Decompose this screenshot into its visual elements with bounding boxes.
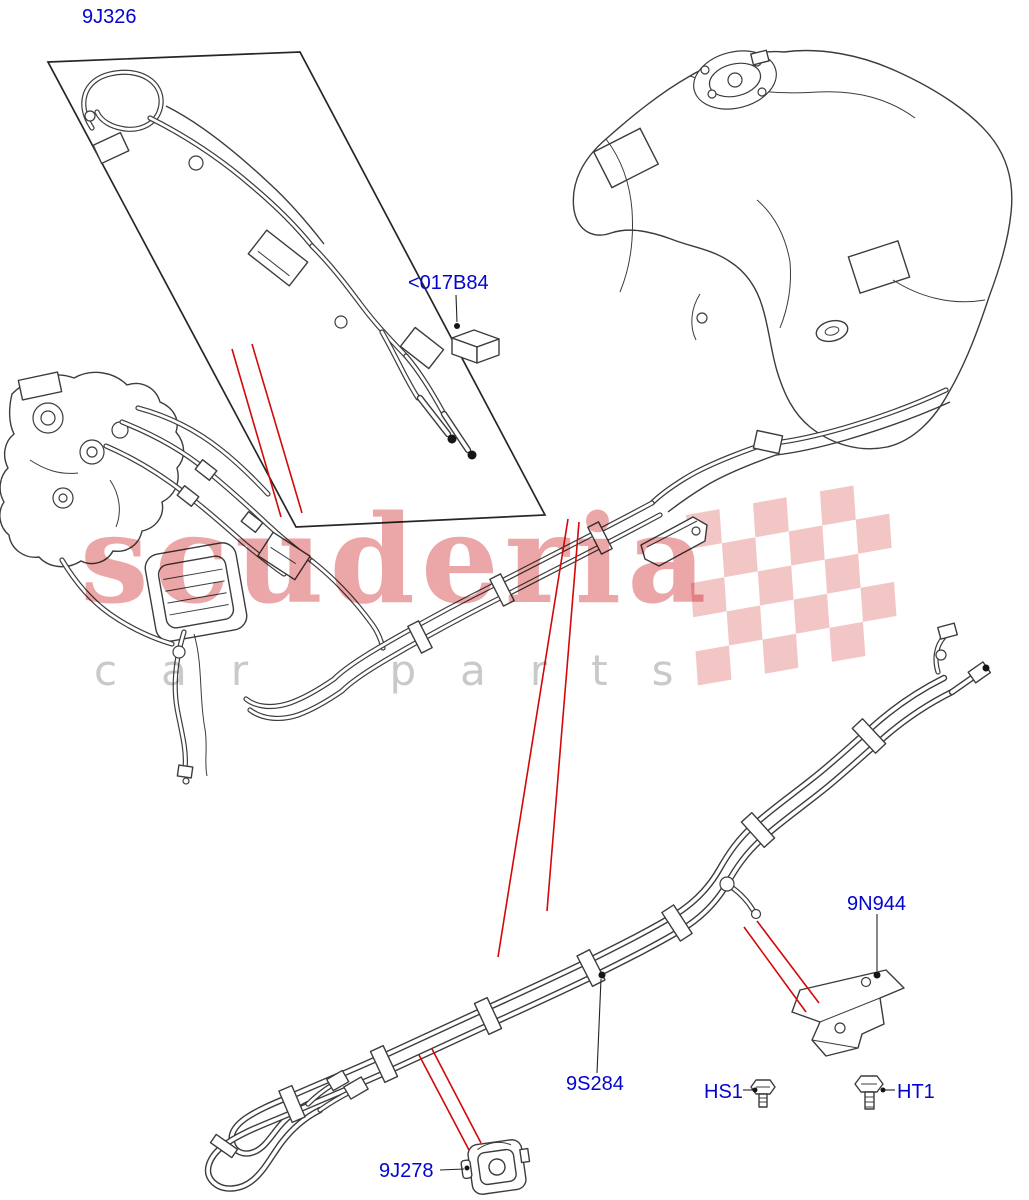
fuel-pump-module	[693, 49, 777, 110]
filler-connector-block	[247, 229, 309, 287]
vent-valve	[92, 131, 130, 165]
callout-017b84[interactable]: <017B84	[408, 272, 489, 294]
hose-end-tip	[447, 434, 457, 444]
connector-9j278	[460, 1139, 531, 1195]
callout-9n944[interactable]: 9N944	[847, 893, 906, 915]
callout-9j278[interactable]: 9J278	[379, 1160, 434, 1182]
engine-top-unit	[17, 371, 63, 401]
pipe-tee-fitting	[719, 876, 735, 892]
line-bracket	[640, 516, 708, 567]
pipe-end-connector-2	[937, 622, 958, 640]
mounting-bracket-9n944	[791, 969, 905, 1057]
chassis-fuel-lines	[243, 500, 708, 722]
detail-view-frame	[46, 51, 547, 528]
red-leader-lines	[231, 343, 820, 1151]
engine-assembly	[0, 371, 386, 785]
pipe-clamp-5	[473, 996, 503, 1036]
callout-9s284[interactable]: 9S284	[566, 1073, 624, 1095]
checkered-flag-watermark	[686, 485, 897, 686]
tank-label-sticker	[592, 127, 660, 189]
leader-lines-and-dots	[439, 294, 895, 1171]
part-017b84	[451, 329, 500, 364]
hose-connector	[194, 459, 218, 481]
tank-line-connector	[752, 429, 784, 455]
hose-clamp-ring-2	[334, 315, 348, 329]
pipe-clamp-2	[740, 811, 776, 849]
pipe-clamp	[851, 718, 887, 754]
hose-end-tip-2	[467, 450, 477, 460]
pipe-clamp-4	[576, 948, 606, 988]
quick-connect	[343, 1076, 369, 1100]
callout-9j326[interactable]: 9J326	[82, 6, 137, 28]
bolt-ht1	[854, 1075, 884, 1110]
filler-mid-connector	[399, 326, 445, 370]
hanging-hose-end	[176, 764, 194, 779]
callout-hs1[interactable]: HS1	[704, 1081, 743, 1103]
pipe-clamp-8	[209, 1133, 239, 1159]
hose-connector-2	[240, 511, 264, 533]
line-clamp-3	[407, 620, 433, 654]
hose-connector-3	[176, 485, 200, 507]
pipe-clamp-6	[369, 1044, 399, 1084]
hose-junction-block	[257, 531, 311, 581]
callout-ht1[interactable]: HT1	[897, 1081, 935, 1103]
fuel-tank	[572, 49, 1013, 513]
rear-fuel-pipe-assembly	[204, 622, 992, 1192]
line-clamp-2	[489, 573, 515, 607]
filler-pipe-assembly	[81, 69, 477, 460]
hose-clamp-ring	[188, 155, 204, 171]
quick-connect-2	[326, 1069, 350, 1092]
pipe-clamp-3	[661, 904, 693, 942]
canister	[144, 542, 248, 642]
tank-label-sticker-2	[847, 240, 911, 294]
line-clamp	[587, 521, 613, 555]
pipe-clamp-7	[278, 1084, 306, 1124]
bolt-hs1	[750, 1079, 776, 1108]
